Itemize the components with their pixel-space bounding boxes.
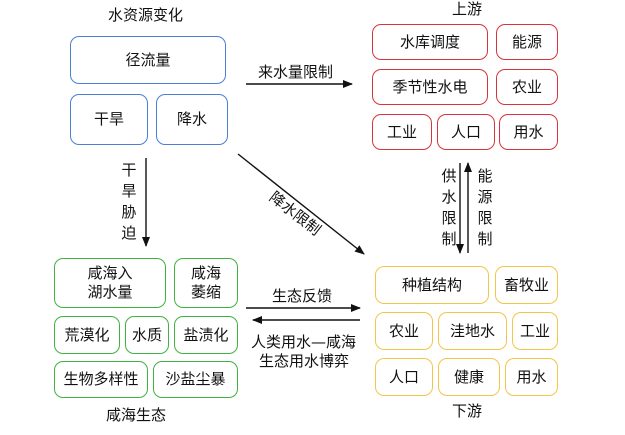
box-downstream-water-use: 用水: [505, 358, 558, 396]
arrow-precip-limit: [237, 153, 365, 255]
upstream-title: 上游: [452, 0, 483, 18]
label-energy-limit: 能 源 限 制: [477, 167, 493, 248]
box-salinization: 盐渍化: [174, 316, 238, 354]
box-downstream-industry: 工业: [512, 312, 558, 350]
box-lake-shrink: 咸海 萎缩: [174, 258, 238, 308]
box-downstream-population: 人口: [375, 358, 433, 396]
box-upstream-population: 人口: [437, 114, 495, 150]
box-upstream-water-use: 用水: [499, 114, 558, 150]
box-runoff: 径流量: [70, 36, 226, 84]
box-livestock: 畜牧业: [495, 266, 558, 304]
label-inflow-limit: 来水量限制: [258, 63, 334, 81]
downstream-title: 下游: [452, 402, 483, 420]
box-sand-dust: 沙盐尘暴: [153, 361, 238, 398]
label-supply-limit: 供 水 限 制: [441, 167, 457, 248]
water-change-title: 水资源变化: [108, 6, 184, 24]
lake-title: 咸海生态: [106, 406, 167, 424]
label-drought-stress: 干 旱 胁 迫: [121, 161, 137, 242]
label-tradeoff-line1: 人类用水—咸海: [251, 333, 357, 351]
label-eco-feedback: 生态反馈: [272, 287, 333, 305]
box-health: 健康: [438, 358, 500, 396]
box-downstream-agri: 农业: [375, 312, 433, 350]
box-upstream-agri: 农业: [496, 69, 558, 105]
box-cropping-structure: 种植结构: [375, 266, 489, 304]
box-water-quality: 水质: [125, 316, 169, 354]
box-precip: 降水: [156, 94, 228, 145]
label-tradeoff-line2: 生态用水博弈: [259, 352, 350, 370]
box-drought: 干旱: [70, 94, 148, 145]
box-energy: 能源: [496, 24, 558, 60]
box-seasonal-hydro: 季节性水电: [372, 69, 488, 105]
box-biodiversity: 生物多样性: [54, 361, 148, 398]
box-upstream-industry: 工业: [372, 114, 432, 150]
box-depression-water: 洼地水: [438, 312, 507, 350]
box-lake-inflow: 咸海入 湖水量: [54, 258, 166, 308]
box-reservoir: 水库调度: [372, 24, 488, 60]
box-desertification: 荒漠化: [54, 316, 120, 354]
